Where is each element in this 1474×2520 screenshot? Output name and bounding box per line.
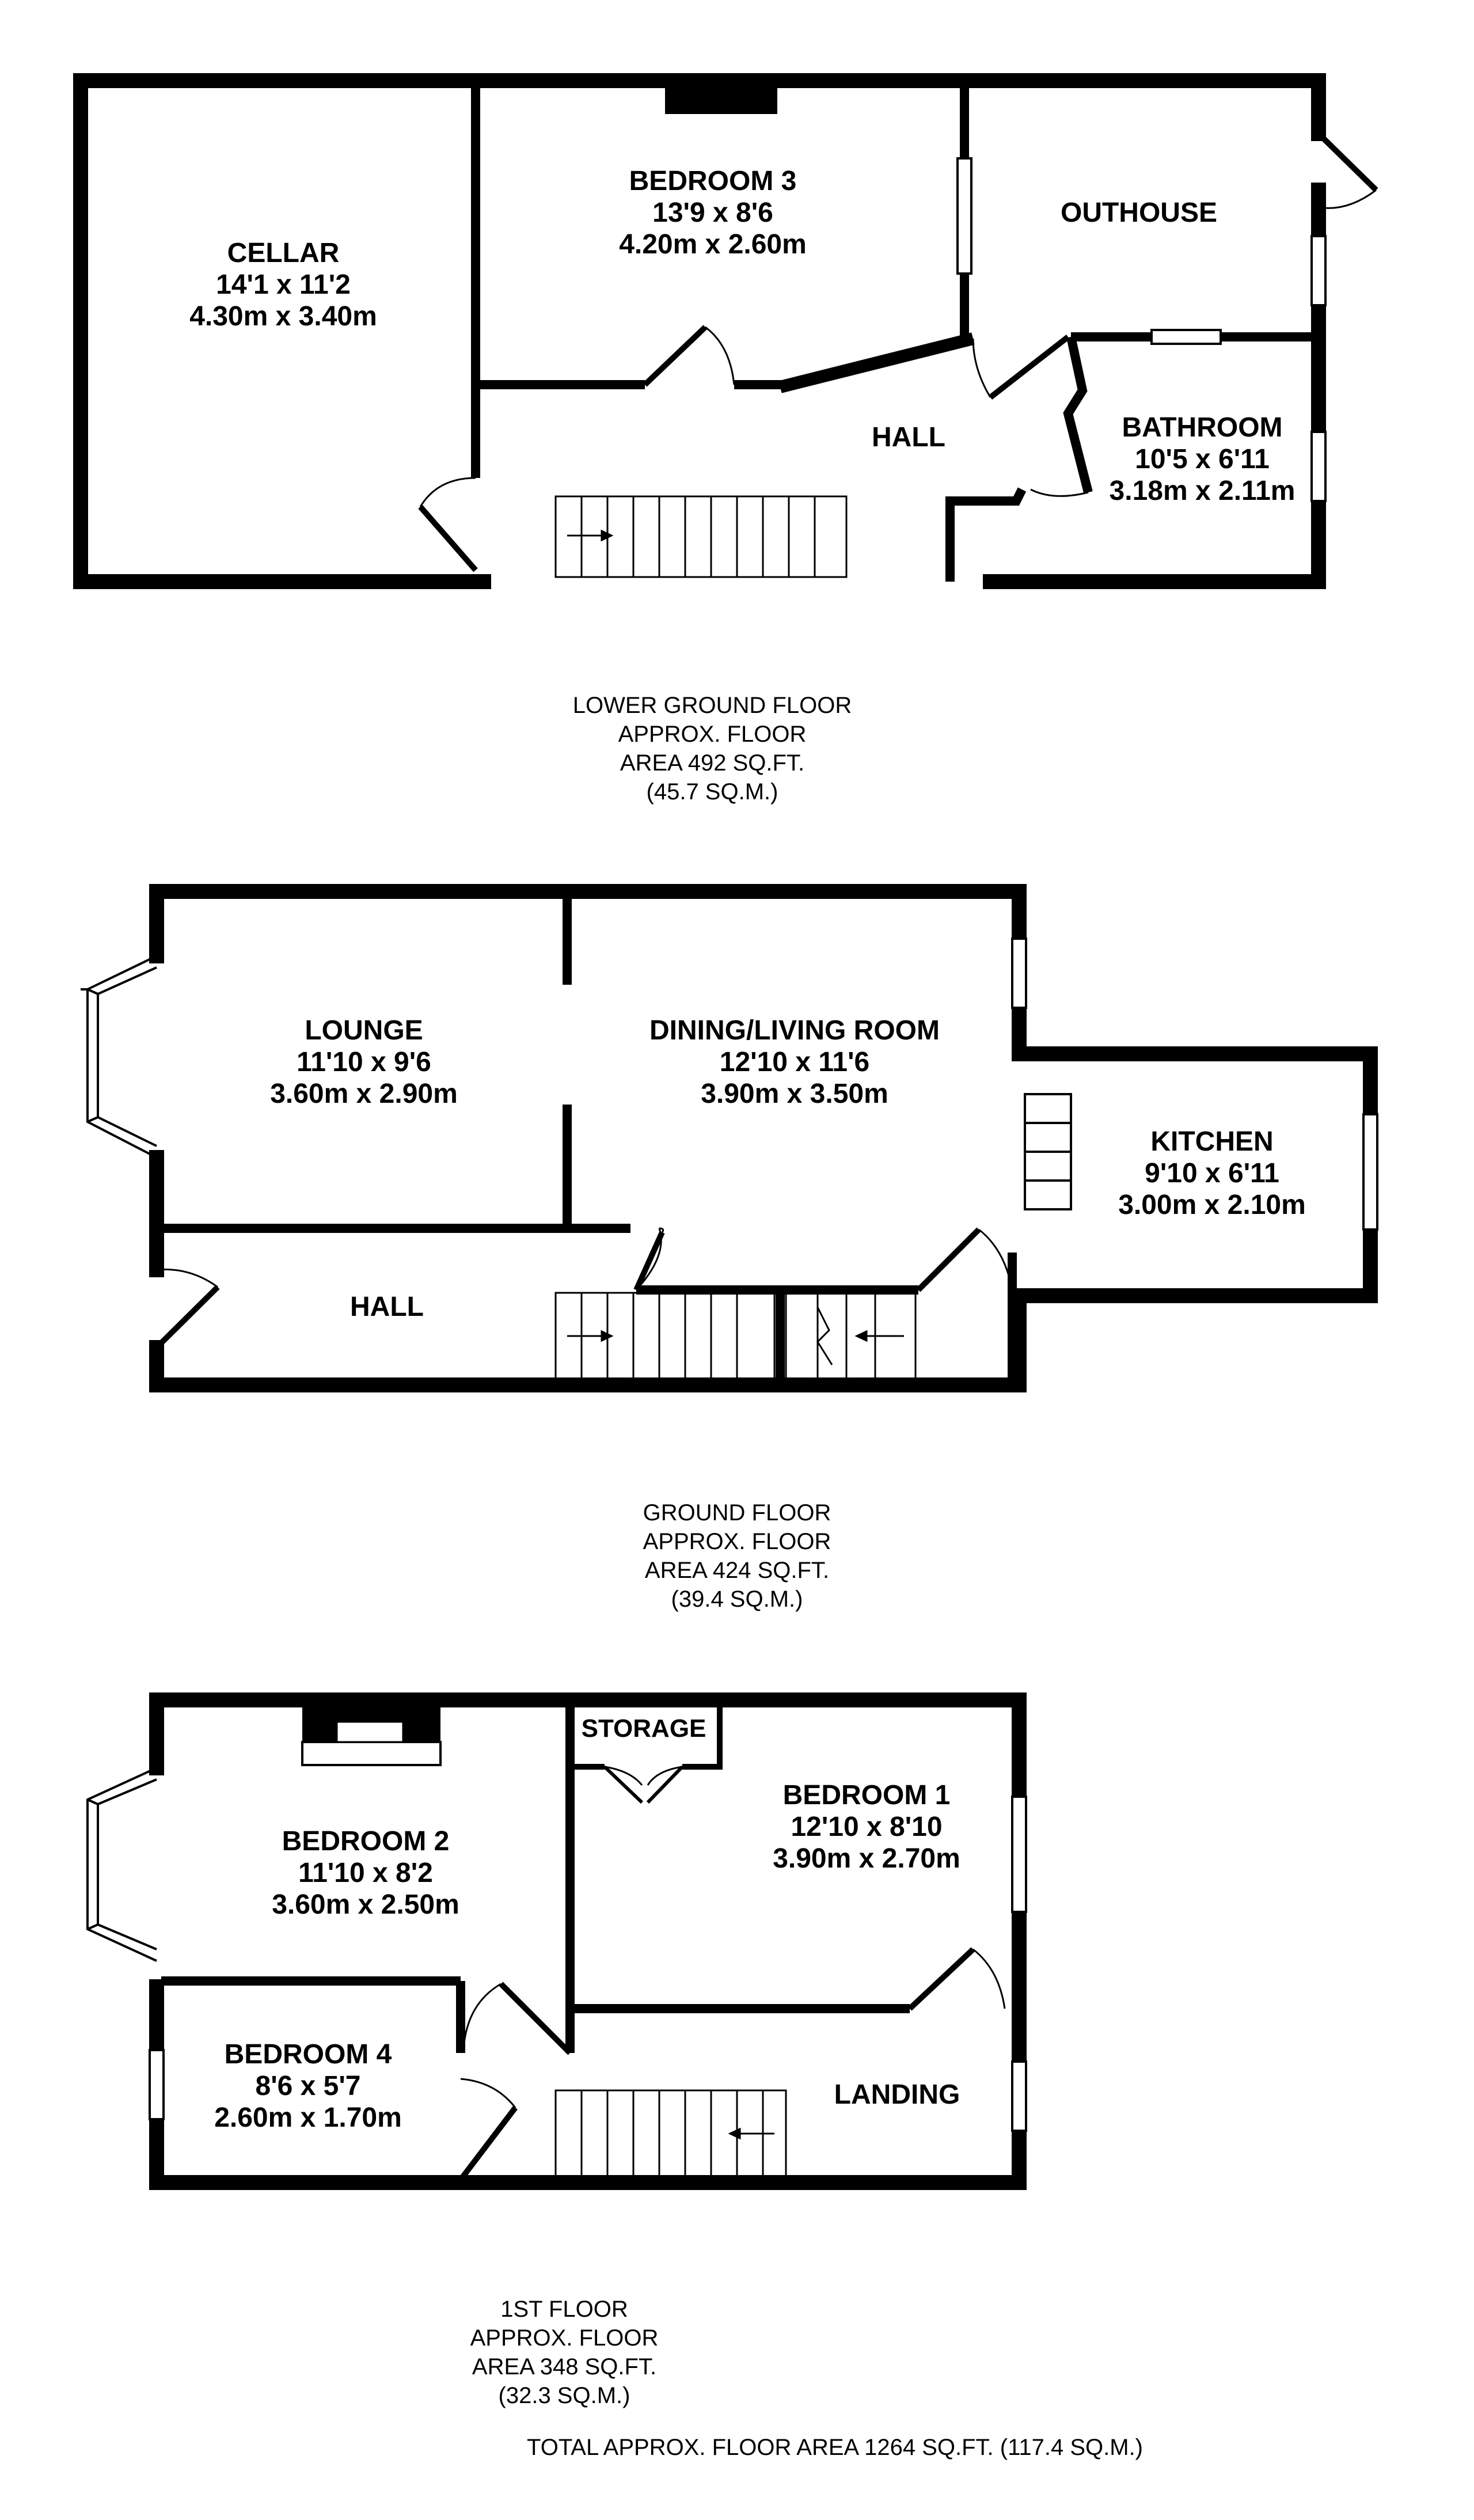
ground-stairs	[554, 1292, 917, 1380]
first-floor-plan: STORAGE BEDROOM 1 12'10 x 8'10 3.90m x 2…	[86, 1692, 1027, 2408]
cellar-name: CELLAR	[227, 238, 340, 268]
lower-ground-windows	[956, 157, 1327, 502]
ground-interior-walls	[161, 898, 1017, 1379]
room-landing: LANDING	[834, 2079, 960, 2110]
bedroom3-name: BEDROOM 3	[629, 166, 797, 196]
bedroom1-name: BEDROOM 1	[783, 1780, 951, 1811]
dining-name: DINING/LIVING ROOM	[649, 1015, 940, 1046]
first-caption-line3: AREA 348 SQ.FT.	[472, 2354, 656, 2379]
bedroom2-imperial: 11'10 x 8'2	[298, 1858, 433, 1888]
cellar-metric: 4.30m x 3.40m	[189, 301, 377, 332]
cellar-imperial: 14'1 x 11'2	[216, 270, 351, 300]
lounge-name: LOUNGE	[305, 1015, 423, 1046]
lower-ground-caption-line1: LOWER GROUND FLOOR	[573, 693, 852, 718]
outhouse-name: OUTHOUSE	[1061, 198, 1217, 228]
bedroom2-bay-window	[86, 1767, 157, 1962]
room-bedroom-4: BEDROOM 4 8'6 x 5'7 2.60m x 1.70m	[214, 2039, 402, 2133]
ground-windows	[1011, 938, 1378, 1231]
ground-caption-line4: (39.4 SQ.M.)	[671, 1587, 803, 1612]
lower-hall-name: HALL	[872, 422, 945, 453]
room-cellar: CELLAR 14'1 x 11'2 4.30m x 3.40m	[189, 238, 377, 332]
first-caption-line4: (32.3 SQ.M.)	[499, 2383, 630, 2408]
bedroom3-fireplace	[665, 81, 777, 114]
room-bedroom-2: BEDROOM 2 11'10 x 8'2 3.60m x 2.50m	[272, 1826, 459, 1920]
dining-metric: 3.90m x 3.50m	[701, 1079, 888, 1109]
first-caption-line1: 1ST FLOOR	[500, 2297, 628, 2322]
room-lounge: LOUNGE 11'10 x 9'6 3.60m x 2.90m	[270, 1015, 458, 1109]
ground-caption-line2: APPROX. FLOOR	[643, 1529, 831, 1554]
bedroom1-metric: 3.90m x 2.70m	[773, 1843, 960, 1874]
bedroom3-imperial: 13'9 x 8'6	[652, 198, 773, 228]
bedroom4-name: BEDROOM 4	[225, 2039, 392, 2070]
lower-ground-caption-line4: (45.7 SQ.M.)	[647, 779, 778, 804]
lower-ground-caption-line3: AREA 492 SQ.FT.	[620, 750, 804, 776]
total-floor-area: TOTAL APPROX. FLOOR AREA 1264 SQ.FT. (11…	[527, 2435, 1143, 2460]
lounge-metric: 3.60m x 2.90m	[270, 1079, 458, 1109]
bedroom3-metric: 4.20m x 2.60m	[619, 229, 807, 260]
room-bedroom-1: BEDROOM 1 12'10 x 8'10 3.90m x 2.70m	[773, 1780, 960, 1874]
ground-caption: GROUND FLOOR APPROX. FLOOR AREA 424 SQ.F…	[643, 1500, 831, 1612]
landing-name: LANDING	[834, 2079, 960, 2110]
bathroom-imperial: 10'5 x 6'11	[1135, 444, 1270, 475]
kitchen-name: KITCHEN	[1150, 1126, 1273, 1157]
bedroom2-metric: 3.60m x 2.50m	[272, 1889, 459, 1920]
bedroom1-imperial: 12'10 x 8'10	[791, 1812, 942, 1842]
room-lower-hall: HALL	[872, 422, 945, 453]
lounge-imperial: 11'10 x 9'6	[297, 1047, 431, 1077]
ground-hall-name: HALL	[350, 1292, 424, 1322]
room-storage: STORAGE	[582, 1714, 706, 1743]
room-bathroom: BATHROOM 10'5 x 6'11 3.18m x 2.11m	[1110, 412, 1296, 506]
ground-caption-line1: GROUND FLOOR	[643, 1500, 831, 1525]
lower-ground-caption-line2: APPROX. FLOOR	[618, 722, 807, 747]
bathroom-name: BATHROOM	[1122, 412, 1282, 443]
bedroom4-imperial: 8'6 x 5'7	[256, 2071, 361, 2101]
ground-caption-line3: AREA 424 SQ.FT.	[645, 1558, 829, 1583]
storage-name: STORAGE	[582, 1714, 706, 1743]
bedroom4-metric: 2.60m x 1.70m	[214, 2102, 402, 2133]
kitchen-imperial: 9'10 x 6'11	[1145, 1158, 1279, 1189]
first-caption: 1ST FLOOR APPROX. FLOOR AREA 348 SQ.FT. …	[470, 2297, 659, 2408]
room-outhouse: OUTHOUSE	[1061, 198, 1217, 228]
first-stairs	[554, 2089, 787, 2178]
lower-ground-floor-plan: CELLAR 14'1 x 11'2 4.30m x 3.40m BEDROOM…	[73, 73, 1378, 804]
room-kitchen: KITCHEN 9'10 x 6'11 3.00m x 2.10m	[1118, 1126, 1306, 1220]
bathroom-metric: 3.18m x 2.11m	[1110, 476, 1296, 506]
kitchen-metric: 3.00m x 2.10m	[1118, 1190, 1306, 1220]
bedroom2-name: BEDROOM 2	[282, 1826, 450, 1857]
room-dining-living: DINING/LIVING ROOM 12'10 x 11'6 3.90m x …	[649, 1015, 940, 1109]
first-outer-walls	[149, 1692, 1027, 2190]
room-ground-hall: HALL	[350, 1292, 424, 1322]
ground-doors	[154, 1227, 1013, 1350]
lower-ground-doors	[418, 131, 1378, 572]
first-caption-line2: APPROX. FLOOR	[470, 2325, 659, 2351]
lounge-bay-window	[81, 955, 157, 1159]
ground-floor-plan: LOUNGE 11'10 x 9'6 3.60m x 2.90m DINING/…	[81, 884, 1378, 1612]
lower-ground-stairs	[554, 495, 848, 578]
first-doors	[458, 1765, 1006, 2182]
room-bedroom-3: BEDROOM 3 13'9 x 8'6 4.20m x 2.60m	[619, 166, 807, 260]
first-windows	[149, 1796, 1027, 2132]
lower-ground-caption: LOWER GROUND FLOOR APPROX. FLOOR AREA 49…	[573, 693, 852, 804]
dining-imperial: 12'10 x 11'6	[720, 1047, 869, 1077]
bedroom2-fireplace	[301, 1702, 442, 1766]
first-interior-walls	[161, 1706, 910, 2053]
kitchen-hob	[1024, 1093, 1072, 1210]
